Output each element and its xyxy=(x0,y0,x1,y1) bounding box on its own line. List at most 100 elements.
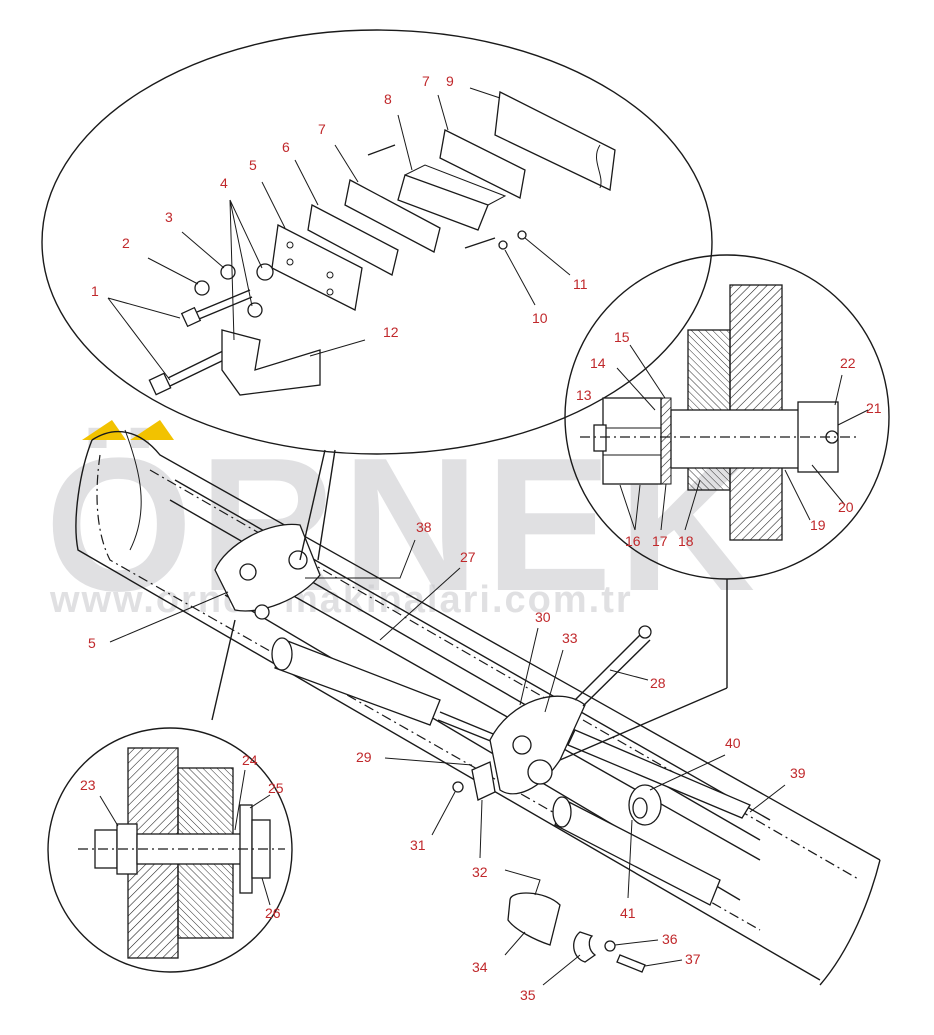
callout-23: 23 xyxy=(80,777,96,793)
watermark-accent-right xyxy=(130,420,174,440)
nut-31 xyxy=(452,781,464,793)
callout-10: 10 xyxy=(532,310,548,326)
callout-41: 41 xyxy=(620,905,636,921)
screw-10 xyxy=(464,237,496,249)
detail-tail-left-a xyxy=(211,619,236,721)
callout-32: 32 xyxy=(472,864,488,880)
plate-5 xyxy=(271,224,363,311)
bar-9-break xyxy=(595,144,602,189)
bracket-12 xyxy=(221,329,321,396)
callout-38: 38 xyxy=(416,519,432,535)
boom-lip xyxy=(124,429,142,551)
callout-9: 9 xyxy=(446,73,454,89)
watermark-accent-left xyxy=(82,420,126,440)
watermark-url: www.ornek-makinalari.com.tr xyxy=(49,579,633,621)
bracket-32 xyxy=(471,761,496,801)
callout-24: 24 xyxy=(242,752,258,768)
lower-cylinder-end xyxy=(552,796,572,828)
callout-21: 21 xyxy=(866,400,882,416)
bushing-34 xyxy=(507,892,561,946)
callout-13: 13 xyxy=(576,387,592,403)
detail-ellipse xyxy=(41,29,713,455)
plate-7-left xyxy=(344,179,441,253)
main-leaders xyxy=(109,539,786,986)
boom-outer-bottom xyxy=(75,439,821,981)
shim-tab xyxy=(504,869,541,896)
rear-pivot-pin-a xyxy=(239,563,257,581)
callout-5: 5 xyxy=(249,157,257,173)
callout-39: 39 xyxy=(790,765,806,781)
callout-labels: 1 2 3 4 5 6 7 7 8 9 10 11 12 13 14 15 16… xyxy=(80,73,882,1003)
callout-37: 37 xyxy=(685,951,701,967)
callout-35: 35 xyxy=(520,987,536,1003)
callout-36: 36 xyxy=(662,931,678,947)
cylinder-end xyxy=(271,637,293,671)
callout-25: 25 xyxy=(268,780,284,796)
callout-22: 22 xyxy=(840,355,856,371)
detail-view-left xyxy=(47,619,293,973)
detail-circle-left xyxy=(47,727,293,973)
block-8 xyxy=(397,174,489,231)
callout-20: 20 xyxy=(838,499,854,515)
boom-outer-top xyxy=(91,430,881,861)
callout-15: 15 xyxy=(614,329,630,345)
bolt-1-lower xyxy=(148,349,229,396)
bolt-37 xyxy=(616,954,646,973)
inner-boom-lower xyxy=(229,559,761,861)
callout-6: 6 xyxy=(282,139,290,155)
exploded-view-top xyxy=(41,29,713,561)
callout-4: 4 xyxy=(220,175,228,191)
callout-28: 28 xyxy=(650,675,666,691)
screw-top-a xyxy=(367,144,396,156)
washer-4a xyxy=(256,263,274,281)
block-8-top xyxy=(404,164,507,206)
link-rod-28-eye xyxy=(638,625,652,639)
callout-18: 18 xyxy=(678,533,694,549)
nut-stack xyxy=(602,397,662,485)
callout-8: 8 xyxy=(384,91,392,107)
link-rod-28 xyxy=(574,629,646,701)
pin-shaft xyxy=(670,409,802,469)
nut-11 xyxy=(517,230,527,240)
rail-39 xyxy=(567,729,751,819)
callout-5-main: 5 xyxy=(88,635,96,651)
washer-36 xyxy=(604,940,616,952)
callout-27: 27 xyxy=(460,549,476,565)
boom-end xyxy=(819,859,881,986)
callout-33: 33 xyxy=(562,630,578,646)
boom-dash-inner xyxy=(96,454,761,931)
bar-9 xyxy=(494,91,616,191)
detail-view-right xyxy=(559,254,890,761)
plate-6 xyxy=(307,204,399,276)
rear-pivot-pin-b xyxy=(288,550,308,570)
bolt-1-upper xyxy=(180,289,253,328)
callout-16: 16 xyxy=(625,533,641,549)
detail-tail-left xyxy=(299,449,326,561)
detail-tail-right xyxy=(317,449,336,561)
callout-7-right: 7 xyxy=(422,73,430,89)
washer-17 xyxy=(660,397,672,485)
callout-1: 1 xyxy=(91,283,99,299)
callout-40: 40 xyxy=(725,735,741,751)
front-pivot-pin-a xyxy=(512,735,532,755)
plate-7-right xyxy=(439,129,526,199)
cotter-13 xyxy=(593,424,607,452)
callout-14: 14 xyxy=(590,355,606,371)
boom-assembly xyxy=(75,429,881,986)
rear-pivot-pin-c xyxy=(254,604,270,620)
callout-19: 19 xyxy=(810,517,826,533)
callout-31: 31 xyxy=(410,837,426,853)
detail-tail-right-d xyxy=(559,687,728,761)
callout-3: 3 xyxy=(165,209,173,225)
clip-35 xyxy=(573,931,597,963)
callout-12: 12 xyxy=(383,324,399,340)
callout-11: 11 xyxy=(573,276,588,292)
callout-30: 30 xyxy=(535,609,551,625)
callout-26: 26 xyxy=(265,905,281,921)
callout-7-left: 7 xyxy=(318,121,326,137)
front-pivot-pin-b xyxy=(527,759,553,785)
bushing-40-bore xyxy=(632,797,648,819)
nut-2 xyxy=(194,280,210,296)
